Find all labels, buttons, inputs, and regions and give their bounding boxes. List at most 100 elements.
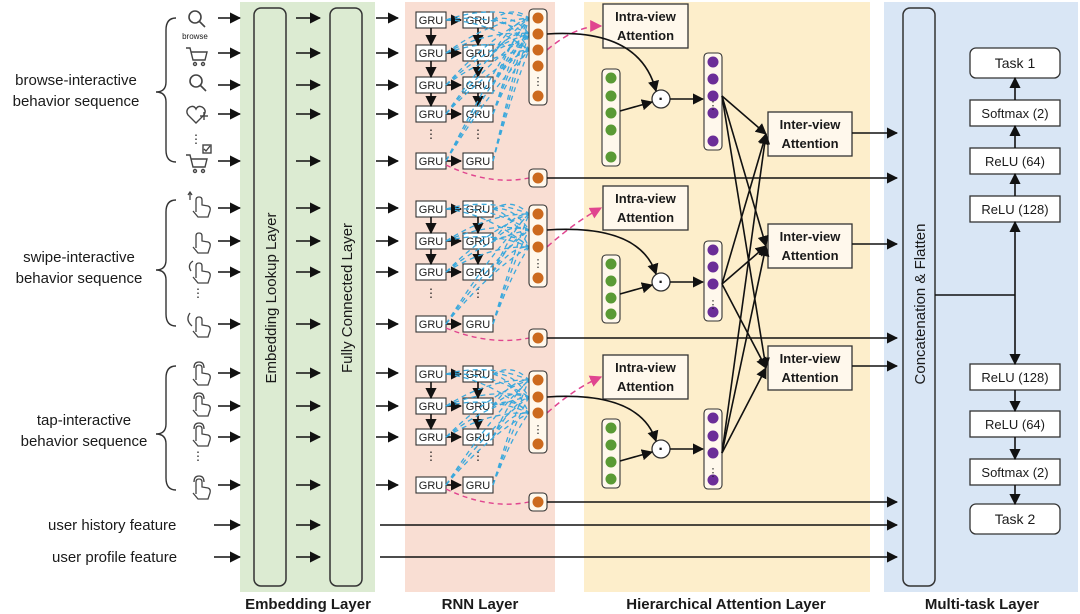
attention-weight-link bbox=[492, 49, 530, 162]
gru-label: GRU bbox=[419, 401, 444, 413]
attention-weight-link bbox=[492, 207, 530, 231]
attention-weight-link bbox=[445, 379, 530, 438]
gru-cell: GRU bbox=[462, 263, 494, 281]
hidden-node bbox=[707, 90, 719, 102]
final-state-link bbox=[445, 327, 530, 342]
inter-view-link bbox=[721, 367, 767, 454]
attention-weight-link bbox=[445, 33, 530, 86]
attention-weight-link bbox=[445, 213, 530, 242]
attention-weight-link bbox=[445, 32, 530, 54]
attention-layer-panel bbox=[584, 2, 870, 592]
hidden-node bbox=[605, 422, 617, 434]
attention-weight-link bbox=[445, 401, 530, 414]
ellipsis: ⋮ bbox=[190, 132, 202, 146]
gru-cell: GRU bbox=[415, 428, 447, 446]
gru-cell: GRU bbox=[415, 44, 447, 62]
ellipsis: ⋮ bbox=[708, 100, 719, 112]
gru-label: GRU bbox=[466, 480, 491, 492]
inter-view-attention-text: Attention bbox=[781, 370, 838, 385]
intra-attention-input bbox=[546, 20, 603, 51]
gru-label: GRU bbox=[419, 267, 444, 279]
attention-weight-link bbox=[492, 412, 530, 438]
attention-weight-link bbox=[492, 17, 530, 35]
inter-view-attention-text: Inter-view bbox=[780, 351, 842, 366]
inter-view-link bbox=[721, 95, 769, 248]
attention-weight-link bbox=[445, 379, 530, 486]
gru-cell: GRU bbox=[462, 476, 494, 494]
attention-weight-link bbox=[445, 369, 530, 381]
hidden-state-column bbox=[528, 204, 548, 288]
gru-label: GRU bbox=[466, 156, 491, 168]
gru-cell: GRU bbox=[415, 365, 447, 383]
hidden-node bbox=[532, 407, 544, 419]
gru-cell: GRU bbox=[462, 428, 494, 446]
attention-weight-link bbox=[445, 236, 530, 248]
swipe-circle-gesture-icon bbox=[188, 260, 211, 284]
gru-cell: GRU bbox=[462, 44, 494, 62]
gru-label: GRU bbox=[419, 204, 444, 216]
embedding-lookup-bar bbox=[253, 7, 287, 587]
embedding-layer-title: Embedding Layer bbox=[245, 596, 371, 613]
inter-view-link bbox=[721, 95, 770, 370]
weights-to-product-arrow bbox=[619, 449, 654, 462]
upper-dense-layer-label: Softmax (2) bbox=[981, 106, 1048, 121]
attention-weight-link bbox=[445, 17, 530, 86]
hidden-node bbox=[707, 412, 719, 424]
tap-sequence-label-line2: behavior sequence bbox=[21, 433, 148, 450]
lower-dense-layer bbox=[969, 458, 1061, 486]
search-icon bbox=[188, 10, 206, 28]
ellipsis: ⋮ bbox=[708, 467, 719, 479]
attention-weight-link bbox=[492, 213, 530, 325]
attention-weight-link bbox=[492, 246, 530, 273]
inter-view-attention-text: Inter-view bbox=[780, 229, 842, 244]
tap-gesture-icon bbox=[192, 392, 211, 417]
attention-weight-link bbox=[492, 203, 530, 215]
hidden-node bbox=[707, 135, 719, 147]
inter-view-attention-text: Inter-view bbox=[780, 117, 842, 132]
hidden-node bbox=[605, 90, 617, 102]
hidden-node bbox=[707, 447, 719, 459]
hidden-node bbox=[605, 292, 617, 304]
intra-attention-input bbox=[546, 207, 603, 248]
intra-view-attention-text: Intra-view bbox=[615, 360, 677, 375]
concatenation-bar bbox=[902, 7, 936, 587]
hidden-node bbox=[532, 438, 544, 450]
attention-weight-link bbox=[445, 43, 530, 54]
multitask-layer-title: Multi-task Layer bbox=[925, 596, 1039, 613]
hidden-node bbox=[532, 224, 544, 236]
gru-cell: GRU bbox=[415, 476, 447, 494]
browse-sequence-label-line2: behavior sequence bbox=[13, 93, 140, 110]
dot-product-symbol: · bbox=[658, 441, 663, 458]
tap-gesture-icon bbox=[192, 361, 211, 386]
upper-dense-layer-label: ReLU (64) bbox=[985, 154, 1045, 169]
gru-label: GRU bbox=[466, 369, 491, 381]
tap-sequence-label: tap-interactive bbox=[37, 412, 131, 429]
gru-label: GRU bbox=[419, 236, 444, 248]
gru-label: GRU bbox=[466, 204, 491, 216]
weighted-state-column bbox=[601, 254, 621, 324]
ellipsis: ⋮ bbox=[425, 286, 437, 300]
final-state-node bbox=[532, 496, 544, 508]
cart-check-icon bbox=[186, 144, 212, 174]
gru-cell: GRU bbox=[415, 200, 447, 218]
hidden-state-column bbox=[528, 8, 548, 106]
browse-icon-caption: browse bbox=[182, 32, 208, 41]
swipe-curve-gesture-icon bbox=[187, 312, 211, 338]
hidden-node bbox=[707, 73, 719, 85]
hidden-node bbox=[707, 430, 719, 442]
attention-weight-link bbox=[445, 412, 530, 438]
ellipsis: ⋮ bbox=[425, 127, 437, 141]
final-state-node bbox=[532, 332, 544, 344]
swipe-up-gesture-icon bbox=[187, 190, 211, 218]
hidden-node bbox=[605, 258, 617, 270]
inter-view-link bbox=[721, 95, 767, 135]
ellipsis: ⋮ bbox=[425, 449, 437, 463]
gru-cell: GRU bbox=[462, 315, 494, 333]
final-state-link bbox=[445, 164, 530, 181]
state-to-product-arrow bbox=[546, 228, 659, 276]
